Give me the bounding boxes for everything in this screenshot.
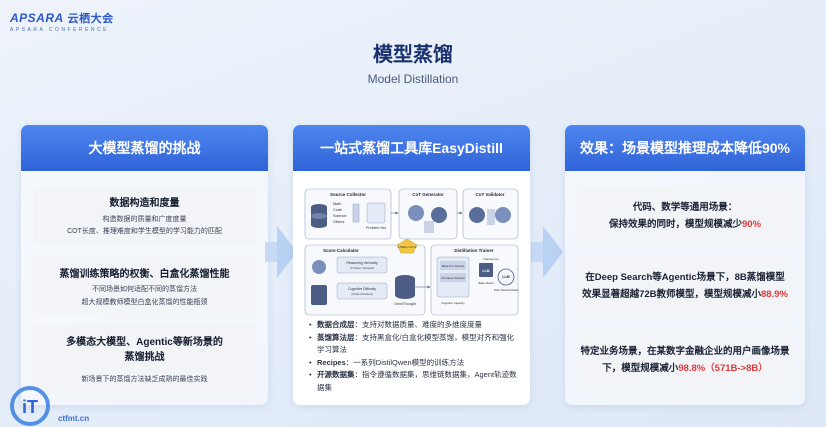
source-item: Others	[333, 220, 344, 224]
feature-label: 开源数据集	[317, 370, 355, 379]
feature-text: ：支持黑盒化/白盒化模型蒸馏，模型对齐和强化学习算法	[317, 332, 515, 355]
challenge-heading: 多模态大模型、Agentic等新场景的蒸馏挑战	[66, 337, 223, 363]
database-icon	[311, 204, 327, 228]
svg-text:LLM: LLM	[482, 269, 489, 273]
result-highlight: 90%	[742, 219, 762, 230]
trainer-item: CH-based Sampler	[441, 276, 465, 280]
flow-arrow-1	[265, 226, 297, 278]
logo-subtitle: APSARA CONFERENCE	[10, 27, 109, 33]
feature-label: Recipes	[317, 357, 346, 367]
badge-label: 2 Million CoTs	[398, 245, 417, 249]
watermark-text: ctfmt.cn	[58, 414, 90, 423]
challenge-line: COT长度、推理难度和学生模型的学习能力的匹配	[67, 228, 222, 235]
base-model-label: Base Model	[479, 281, 494, 285]
challenges-panel: 大模型蒸馏的挑战 数据构造和度量 构造数据的质量和广度度量 COT长度、推理难度…	[21, 125, 268, 405]
result-card-1: 代码、数学等通用场景： 保持效果的同时，模型规模减少90%	[577, 187, 793, 245]
feature-text: ：指令遵循数据集，思维链数据集，Agent轨迹数据集	[317, 370, 517, 392]
challenge-line: 构造数据的质量和广度度量	[102, 216, 187, 223]
results-panel: 效果：场景模型推理成本降低90% 代码、数学等通用场景： 保持效果的同时，模型规…	[565, 125, 805, 405]
challenge-card-1: 数据构造和度量 构造数据的质量和广度度量 COT长度、推理难度和学生模型的学习能…	[33, 187, 256, 245]
problem-set-icon	[366, 202, 386, 224]
page-subtitle: Model Distillation	[367, 72, 459, 86]
feature-label: 蒸馏算法层	[317, 332, 355, 342]
cognitive-difficulty-label: Cognitive Difficulty	[348, 287, 376, 291]
feature-list: •数据合成层：支持对数据质量、难度的多维度度量 •蒸馏算法层：支持黑盒化/白盒化…	[309, 319, 519, 394]
post-trained-label: Post-Trained Model	[494, 288, 519, 292]
cot-generator-label: CoT Generator	[412, 192, 444, 197]
trainer-item: Cognitive Capacity	[441, 301, 465, 305]
training-set-label: Training set	[483, 257, 499, 261]
source-item: Code	[333, 208, 342, 212]
result-line: 下，模型规模减小	[602, 363, 679, 374]
page-title: 模型蒸馏	[373, 44, 453, 66]
result-line: 在Deep Search等Agentic场景下，8B蒸馏模型	[585, 272, 785, 283]
result-line: 保持效果的同时，模型规模减少	[608, 219, 742, 230]
result-card-3: 特定业务场景，在某数字金融企业的用户画像场景 下，模型规模减小98.8%（571…	[577, 327, 793, 393]
trainer-item: Black-box Sample	[442, 264, 465, 268]
list-item: •开源数据集：指令遵循数据集，思维链数据集，Agent轨迹数据集	[309, 370, 517, 392]
distillation-trainer-label: Distillation Trainer	[454, 248, 494, 253]
svg-text:LLM: LLM	[502, 275, 509, 279]
score-calculator-label: Score Calculator	[323, 248, 359, 253]
reasoning-verbosity-label: Reasoning Verbosity	[346, 261, 377, 265]
source-item: Science	[333, 214, 347, 218]
svg-text:(Model Related): (Model Related)	[351, 292, 372, 296]
challenge-card-3: 多模态大模型、Agentic等新场景的蒸馏挑战 新场景下的蒸馏方法缺乏成熟的最佳…	[33, 325, 256, 393]
list-item: •蒸馏算法层：支持黑盒化/白盒化模型蒸馏，模型对齐和强化学习算法	[309, 332, 515, 355]
logo-brand: APSARA	[10, 11, 64, 25]
svg-text:(Problem Related): (Problem Related)	[350, 266, 374, 270]
challenge-line: 超大规模教师模型白盒化蒸馏的性能瓶颈	[81, 299, 208, 306]
list-item: •数据合成层：支持对数据质量、难度的多维度度量	[309, 320, 483, 329]
feature-text: ：一系列DistilQwen模型的训练方法	[345, 357, 465, 367]
result-highlight: 98.8%（571B->8B）	[678, 363, 768, 374]
feature-label: 数据合成层	[317, 320, 355, 329]
badge-icon	[396, 238, 418, 254]
llm-icon	[479, 263, 493, 277]
challenge-heading: 数据构造和度量	[109, 198, 180, 209]
source-item: Math	[333, 202, 341, 206]
challenge-heading: 蒸馏训练策略的权衡、白盒化蒸馏性能	[59, 269, 230, 280]
omnithought-label: OmniThought	[394, 302, 416, 306]
flow-arrow-2	[531, 226, 563, 278]
feature-text: ：支持对数据质量、难度的多维度度量	[354, 320, 483, 329]
easydistill-panel: 一站式蒸馏工具库EasyDistill Source Collector Mat…	[293, 125, 530, 405]
challenges-header: 大模型蒸馏的挑战	[21, 125, 268, 171]
llm-icon	[497, 268, 515, 286]
robot-icon	[311, 260, 327, 305]
results-header: 效果：场景模型推理成本降低90%	[565, 125, 805, 171]
logo-brand-cn: 云栖大会	[67, 13, 114, 25]
robot-icon	[469, 207, 511, 225]
problem-set-label: Problem Set	[366, 226, 386, 230]
svg-text:iT: iT	[22, 397, 38, 417]
challenge-line: 新场景下的蒸馏方法缺乏成熟的最佳实践	[81, 376, 208, 383]
easydistill-pipeline-diagram: Source Collector Math Code Science Other…	[304, 188, 519, 316]
result-line: 代码、数学等通用场景：	[632, 202, 738, 213]
easydistill-header: 一站式蒸馏工具库EasyDistill	[293, 125, 530, 171]
challenge-card-2: 蒸馏训练策略的权衡、白盒化蒸馏性能 不同场景如何适配不同的蒸馏方法 超大规模教师…	[33, 256, 256, 314]
challenge-line: 不同场景如何适配不同的蒸馏方法	[92, 286, 197, 293]
result-line: 效果显著超越72B教师模型，模型规模减小	[582, 289, 761, 300]
result-line: 特定业务场景，在某数字金融企业的用户画像场景	[580, 346, 790, 357]
robot-icon	[408, 205, 447, 233]
watermark-logo-icon: iT	[10, 386, 50, 426]
result-highlight: 88.9%	[761, 289, 788, 300]
source-collector-label: Source Collector	[330, 192, 366, 197]
result-card-2: 在Deep Search等Agentic场景下，8B蒸馏模型 效果显著超越72B…	[577, 256, 793, 316]
cot-validator-label: CoT Validator	[475, 192, 504, 197]
list-item: •Recipes：一系列DistilQwen模型的训练方法	[309, 357, 465, 367]
